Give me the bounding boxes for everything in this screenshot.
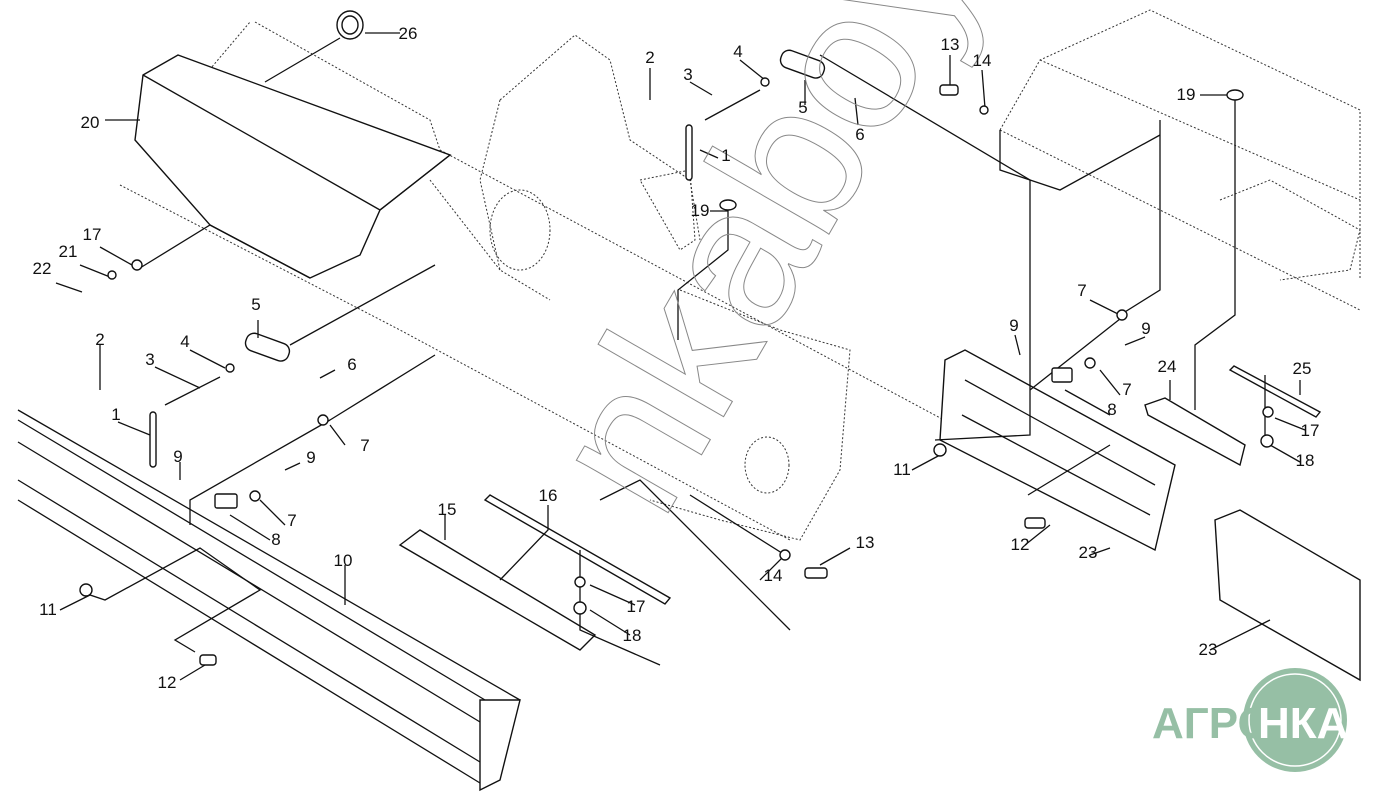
guide-16 bbox=[483, 494, 672, 605]
guide-15 bbox=[398, 529, 597, 651]
svg-text:nkaboy: nkaboy bbox=[505, 0, 1021, 546]
callout-5: 5 bbox=[798, 98, 807, 117]
hardware bbox=[79, 77, 1274, 666]
rod-3-right bbox=[704, 89, 761, 121]
callout-11: 11 bbox=[39, 600, 57, 619]
callout-12: 12 bbox=[158, 673, 177, 692]
callout-19: 19 bbox=[691, 201, 710, 220]
callout-16: 16 bbox=[539, 486, 558, 505]
callout-21: 21 bbox=[59, 242, 78, 261]
callout-8: 8 bbox=[271, 530, 280, 549]
callout-7: 7 bbox=[360, 436, 369, 455]
callout-7: 7 bbox=[1122, 380, 1131, 399]
beam-10 bbox=[17, 409, 521, 792]
logo-circle bbox=[1243, 668, 1347, 772]
callout-10: 10 bbox=[334, 551, 353, 570]
callout-13: 13 bbox=[941, 35, 960, 54]
seal-ring-26 bbox=[336, 10, 364, 40]
logo-text-right: НКА bbox=[1258, 699, 1348, 748]
callout-9: 9 bbox=[173, 447, 182, 466]
callout-2: 2 bbox=[95, 330, 104, 349]
callout-23: 23 bbox=[1079, 543, 1098, 562]
callout-22: 22 bbox=[33, 259, 52, 278]
callout-24: 24 bbox=[1158, 357, 1177, 376]
callout-25: 25 bbox=[1293, 359, 1312, 378]
callout-7: 7 bbox=[1077, 281, 1086, 300]
callout-18: 18 bbox=[1296, 451, 1315, 470]
callout-6: 6 bbox=[855, 125, 864, 144]
callout-13: 13 bbox=[856, 533, 875, 552]
callout-14: 14 bbox=[973, 51, 992, 70]
callout-9: 9 bbox=[1141, 319, 1150, 338]
callout-11: 11 bbox=[893, 460, 911, 479]
callout-20: 20 bbox=[81, 113, 100, 132]
callout-17: 17 bbox=[83, 225, 102, 244]
strip-25 bbox=[1228, 365, 1322, 418]
callout-18: 18 bbox=[623, 626, 642, 645]
callout-6: 6 bbox=[347, 355, 356, 374]
callout-19: 19 bbox=[1177, 85, 1196, 104]
callout-7: 7 bbox=[287, 511, 296, 530]
beam-23-upper bbox=[939, 349, 1176, 552]
leader-lines bbox=[55, 32, 1306, 681]
rod-3-left bbox=[164, 376, 221, 406]
callout-12: 12 bbox=[1011, 535, 1030, 554]
callout-17: 17 bbox=[627, 597, 646, 616]
callout-4: 4 bbox=[733, 42, 742, 61]
callout-9: 9 bbox=[306, 448, 315, 467]
callout-4: 4 bbox=[180, 332, 189, 351]
callout-3: 3 bbox=[683, 65, 692, 84]
pin-5-right bbox=[779, 49, 826, 79]
pin-5-left bbox=[244, 332, 291, 362]
callout-17: 17 bbox=[1301, 421, 1320, 440]
callout-26: 26 bbox=[399, 24, 418, 43]
callout-15: 15 bbox=[438, 500, 457, 519]
agronka-logo: АГРО НКА bbox=[1152, 668, 1348, 772]
callout-9: 9 bbox=[1009, 316, 1018, 335]
callout-8: 8 bbox=[1107, 400, 1116, 419]
callout-2: 2 bbox=[645, 48, 654, 67]
frame-outline bbox=[119, 9, 1361, 541]
logo-text-left: АГРО bbox=[1152, 699, 1272, 748]
callout-5: 5 bbox=[251, 295, 260, 314]
callout-14: 14 bbox=[764, 566, 783, 585]
callout-1: 1 bbox=[721, 146, 730, 165]
callout-3: 3 bbox=[145, 350, 154, 369]
cover-panel-20 bbox=[134, 54, 452, 279]
bracket-24 bbox=[1144, 397, 1246, 467]
watermark: nkaboy bbox=[505, 0, 1022, 547]
beam-23-lower bbox=[1214, 509, 1361, 682]
callout-1: 1 bbox=[111, 405, 120, 424]
callout-23: 23 bbox=[1199, 640, 1218, 659]
